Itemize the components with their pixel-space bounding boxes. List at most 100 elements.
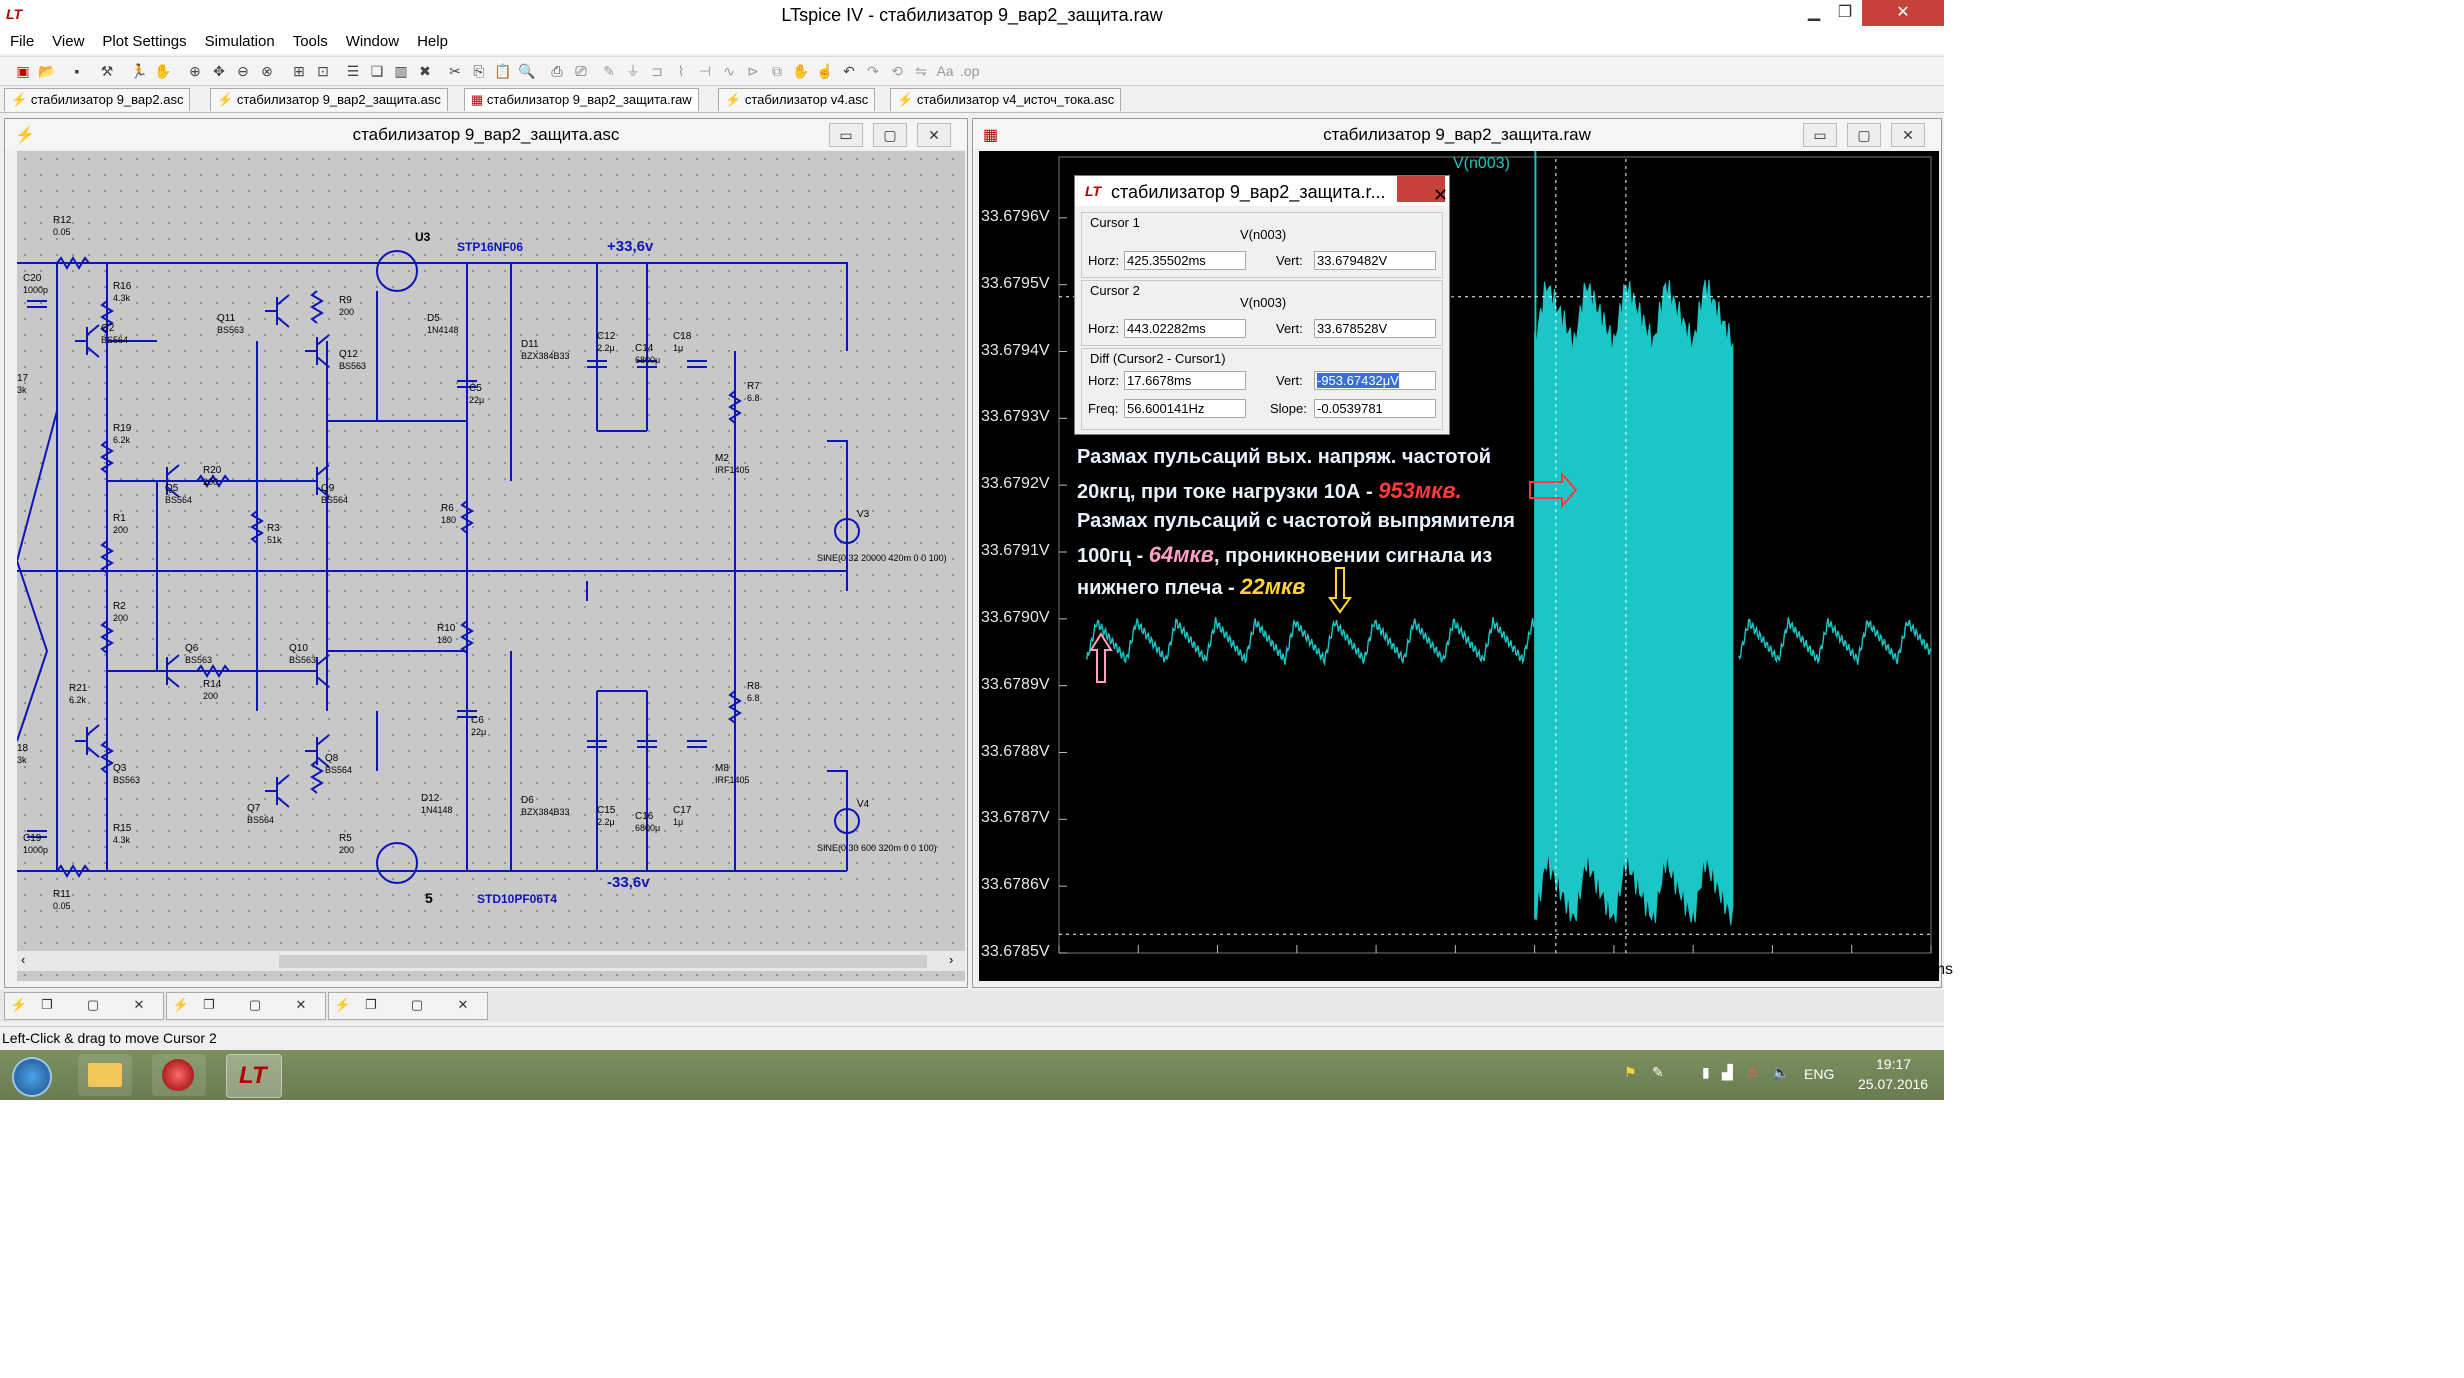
drag-icon[interactable]: ☝ xyxy=(816,63,834,79)
resistor-symbol[interactable] xyxy=(196,474,230,488)
capacitor-symbol[interactable] xyxy=(457,710,477,718)
menu-tools[interactable]: Tools xyxy=(292,33,328,50)
transistor-symbol[interactable] xyxy=(75,324,100,358)
menu-file[interactable]: File xyxy=(10,33,35,50)
schematic-restore-button[interactable]: ▢ xyxy=(873,123,907,147)
regulator-symbol[interactable] xyxy=(376,842,418,884)
cursor2-vert-field[interactable]: 33.678528V xyxy=(1314,319,1436,338)
control-panel-icon[interactable]: ⚒ xyxy=(100,63,114,79)
spice-directive-icon[interactable]: .op xyxy=(960,63,980,79)
resistor-symbol[interactable] xyxy=(460,620,474,654)
resistor-symbol[interactable] xyxy=(100,540,114,574)
transistor-symbol[interactable] xyxy=(155,464,180,498)
tray-alert-icon[interactable]: ⚠ xyxy=(1746,1064,1759,1080)
tab-stab-v4-istoch-toka-asc[interactable]: ⚡ стабилизатор v4_источ_тока.asc xyxy=(890,88,1122,111)
mdi-group-2[interactable]: ⚡❐▢✕ xyxy=(166,992,326,1020)
print-icon[interactable]: ⎙ xyxy=(551,63,563,79)
tile-horizontal-icon[interactable]: ☰ xyxy=(346,63,360,79)
close-button[interactable]: ✕ xyxy=(1862,0,1944,26)
tab-stab9-var2-zashchita-raw[interactable]: ▦ стабилизатор 9_вар2_защита.raw xyxy=(464,88,699,111)
undo-icon[interactable]: ↶ xyxy=(843,63,855,79)
diff-horz-field[interactable]: 17.6678ms xyxy=(1124,371,1246,390)
paste-icon[interactable]: 📋 xyxy=(494,63,512,79)
capacitor-symbol[interactable] xyxy=(687,740,707,748)
tray-flag-icon[interactable]: ⚑ xyxy=(1624,1064,1637,1080)
tray-signal-icon[interactable]: ▟ xyxy=(1722,1064,1733,1080)
zoom-out-icon[interactable]: ⊖ xyxy=(237,63,249,79)
transistor-symbol[interactable] xyxy=(305,654,330,688)
transistor-symbol[interactable] xyxy=(75,724,100,758)
transistor-symbol[interactable] xyxy=(305,334,330,368)
new-schematic-icon[interactable]: ▣ xyxy=(16,63,30,79)
tray-network-icon[interactable]: ▮ xyxy=(1702,1064,1710,1080)
component-icon[interactable]: ⧉ xyxy=(772,63,782,79)
resistor-symbol[interactable] xyxy=(100,440,114,474)
tray-time[interactable]: 19:17 xyxy=(1876,1056,1912,1072)
text-icon[interactable]: Aa xyxy=(936,63,954,79)
resistor-symbol[interactable] xyxy=(196,664,230,678)
scrollbar-thumb[interactable] xyxy=(279,955,927,968)
find-icon[interactable]: 🔍 xyxy=(518,63,536,79)
cursor1-horz-field[interactable]: 425.35502ms xyxy=(1124,251,1246,270)
plot-drawing[interactable] xyxy=(979,151,1939,981)
schematic-horizontal-scrollbar[interactable]: ‹ › xyxy=(17,951,965,971)
cascade-icon[interactable]: ❏ xyxy=(370,63,384,79)
diff-freq-field[interactable]: 56.600141Hz xyxy=(1124,399,1246,418)
capacitor-symbol[interactable] xyxy=(687,360,707,368)
capacitor-symbol[interactable] xyxy=(27,830,47,838)
menu-view[interactable]: View xyxy=(52,33,85,50)
mdi-group-1[interactable]: ⚡❐▢✕ xyxy=(4,992,164,1020)
transistor-symbol[interactable] xyxy=(265,774,290,808)
start-button[interactable] xyxy=(6,1054,56,1097)
diff-slope-field[interactable]: -0.0539781 xyxy=(1314,399,1436,418)
capacitor-symbol[interactable] xyxy=(457,380,477,388)
close-icon[interactable]: ✕ xyxy=(457,997,469,1012)
waveform-close-button[interactable]: ✕ xyxy=(1891,123,1925,147)
tab-stab9-var2-asc[interactable]: ⚡ стабилизатор 9_вар2.asc xyxy=(4,88,191,111)
run-icon[interactable]: 🏃 xyxy=(130,63,148,79)
minimize-button[interactable]: ▁ xyxy=(1800,0,1828,26)
resistor-symbol[interactable] xyxy=(100,740,114,774)
rotate-icon[interactable]: ⟲ xyxy=(891,63,903,79)
cursor-dialog-close-button[interactable]: ✕ xyxy=(1397,176,1448,205)
resistor-symbol[interactable] xyxy=(310,760,324,794)
cursor2-horz-field[interactable]: 443.02282ms xyxy=(1124,319,1246,338)
resistor-symbol[interactable] xyxy=(460,500,474,534)
resistor-symbol[interactable] xyxy=(100,300,114,334)
schematic-close-button[interactable]: ✕ xyxy=(917,123,951,147)
regulator-symbol[interactable] xyxy=(376,250,418,292)
voltage-source-symbol[interactable] xyxy=(834,518,860,544)
tray-app-icon[interactable]: ✎ xyxy=(1652,1064,1664,1080)
restore-icon[interactable]: ❐ xyxy=(41,997,53,1012)
restore-icon[interactable]: ❐ xyxy=(203,997,215,1012)
scroll-right-icon[interactable]: › xyxy=(949,952,954,967)
tray-volume-icon[interactable]: 🔈 xyxy=(1772,1064,1790,1080)
resistor-symbol[interactable] xyxy=(728,390,742,424)
label-icon[interactable]: ⊐ xyxy=(651,63,663,79)
close-icon[interactable]: ✕ xyxy=(295,997,307,1012)
tray-language[interactable]: ENG xyxy=(1804,1066,1835,1082)
ground-icon[interactable]: ⏚ xyxy=(626,63,640,79)
resistor-symbol[interactable] xyxy=(728,690,742,724)
transistor-symbol[interactable] xyxy=(155,654,180,688)
taskbar-explorer[interactable] xyxy=(78,1054,132,1096)
menu-help[interactable]: Help xyxy=(417,33,448,50)
diode-icon[interactable]: ⊳ xyxy=(747,63,759,79)
open-icon[interactable]: 📂 xyxy=(38,63,56,79)
redo-icon[interactable]: ↷ xyxy=(867,63,879,79)
zoom-fit-icon[interactable]: ⊗ xyxy=(261,63,273,79)
resistor-symbol[interactable] xyxy=(250,510,264,544)
maximize-icon[interactable]: ▢ xyxy=(410,997,424,1012)
inductor-icon[interactable]: ∿ xyxy=(723,63,735,79)
transistor-symbol[interactable] xyxy=(265,294,290,328)
trace-label[interactable]: V(n003) xyxy=(1453,155,1510,172)
tray-date[interactable]: 25.07.2016 xyxy=(1858,1076,1929,1092)
zoom-in-icon[interactable]: ⊕ xyxy=(189,63,201,79)
move-icon[interactable]: ✋ xyxy=(792,63,810,79)
schematic-minimize-button[interactable]: ▭ xyxy=(829,123,863,147)
resistor-symbol[interactable] xyxy=(100,620,114,654)
halt-icon[interactable]: ✋ xyxy=(154,63,172,79)
tab-stab-v4-asc[interactable]: ⚡ стабилизатор v4.asc xyxy=(718,88,876,111)
tab-stab9-var2-zashchita-asc[interactable]: ⚡ стабилизатор 9_вар2_защита.asc xyxy=(210,88,448,111)
close-icon[interactable]: ✕ xyxy=(133,997,145,1012)
